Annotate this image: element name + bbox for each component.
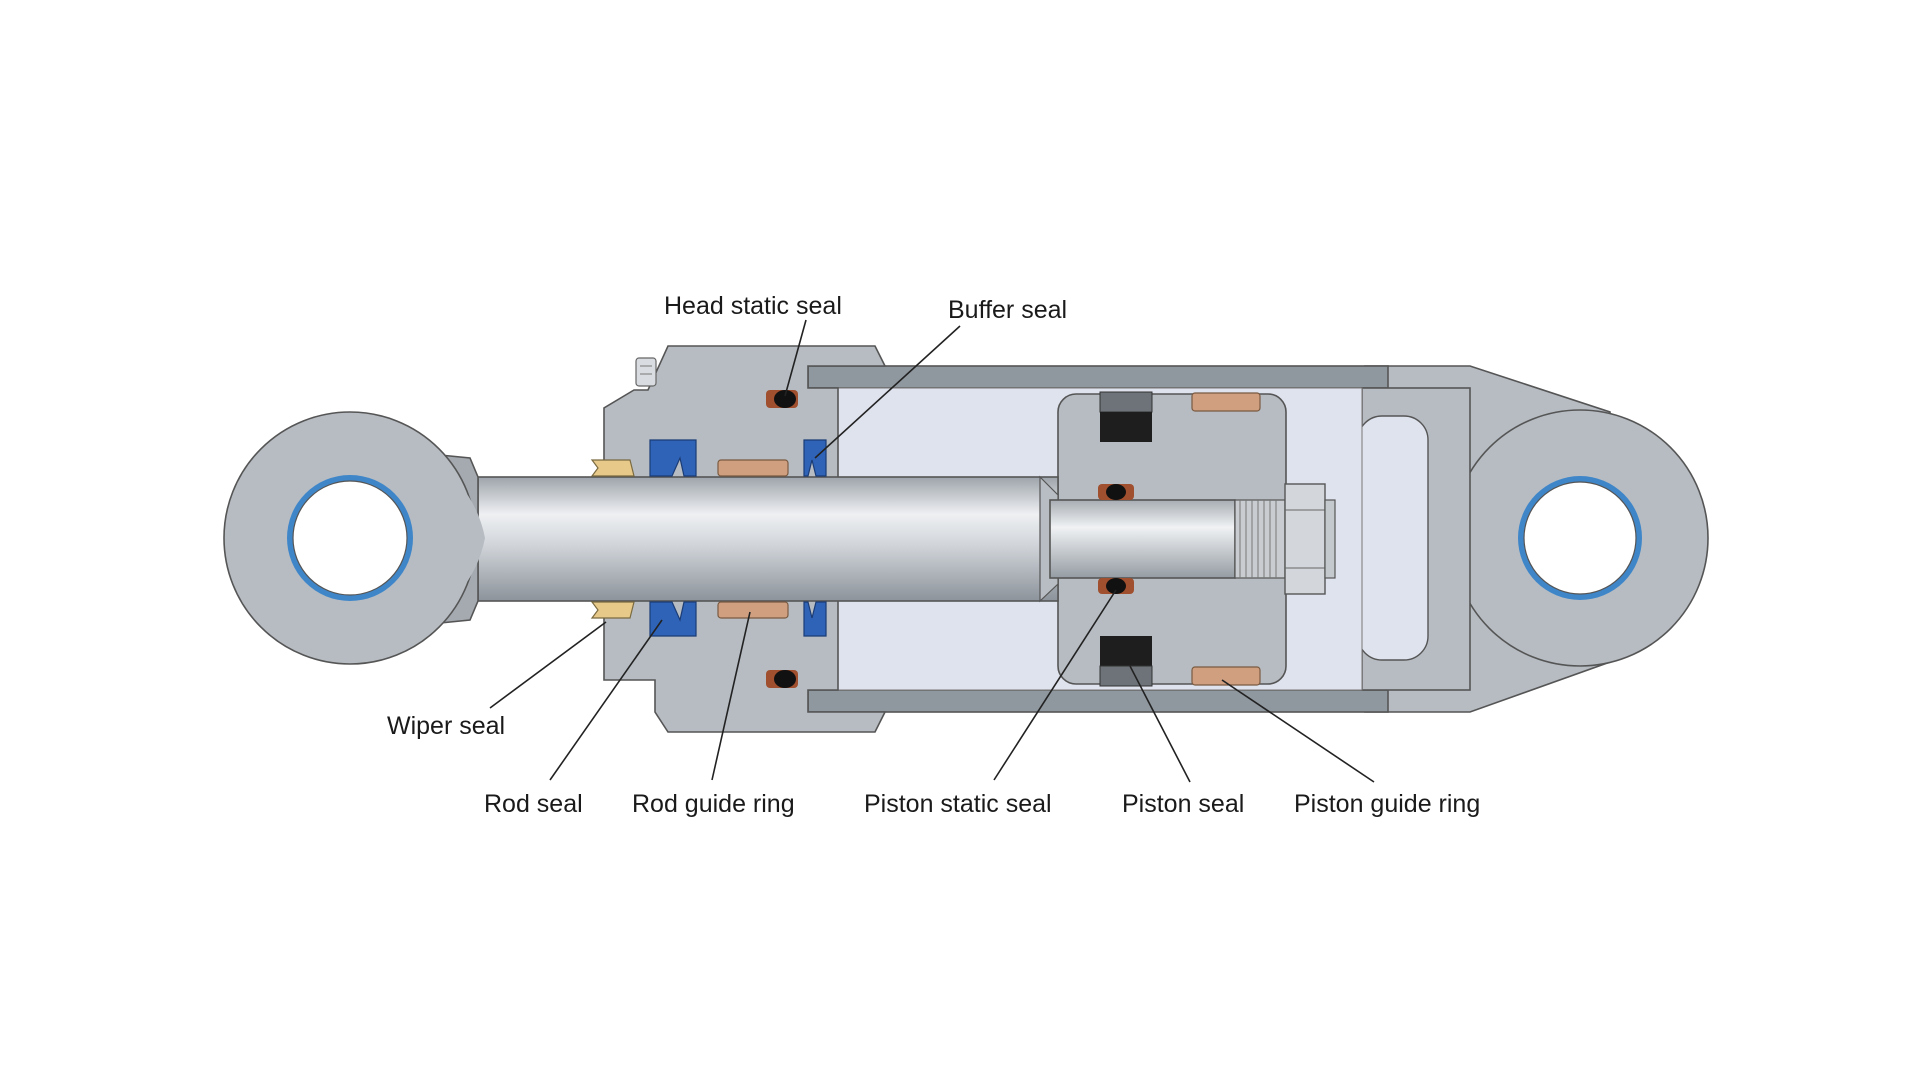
- label-head-static-seal: Head static seal: [664, 292, 842, 320]
- piston-static-seal-top: [1098, 484, 1134, 500]
- piston-static-seal-bottom: [1098, 578, 1134, 594]
- rod-guide-ring-top: [717, 459, 789, 477]
- piston-seal-bottom: [1099, 636, 1153, 687]
- piston-nut: [1284, 483, 1336, 595]
- leader-rod-guide-ring: [711, 611, 751, 781]
- head-static-seal-top: [766, 390, 798, 408]
- piston-guide-ring-bottom: [1191, 666, 1261, 686]
- label-piston-guide-ring: Piston guide ring: [1294, 790, 1480, 818]
- piston-guide-ring-top: [1191, 392, 1261, 412]
- leader-head-static-seal: [784, 319, 807, 397]
- label-buffer-seal: Buffer seal: [948, 296, 1067, 324]
- head-static-seal-bottom: [766, 670, 798, 688]
- label-piston-static-seal: Piston static seal: [864, 790, 1052, 818]
- barrel-bottom-wall: [807, 689, 1389, 713]
- labels: Head static seal Buffer seal Wiper seal …: [387, 292, 1480, 818]
- seals: [590, 390, 1261, 688]
- leader-rod-seal: [549, 619, 663, 781]
- front-eye-hole: [292, 480, 408, 596]
- leader-buffer-seal: [814, 325, 961, 459]
- piston-seal-top: [1099, 391, 1153, 442]
- rear-eye-hole: [1523, 481, 1637, 595]
- rear-cap-recess: [1357, 415, 1429, 661]
- label-rod-seal: Rod seal: [484, 790, 583, 818]
- piston-rod: [477, 476, 1059, 602]
- piston-rod-reduced: [1049, 499, 1236, 579]
- buffer-seal-bottom: [803, 601, 827, 637]
- leader-lines: [489, 319, 1375, 783]
- leader-piston-guide-ring: [1221, 679, 1375, 783]
- cylinder-body: [223, 345, 1709, 733]
- leader-piston-seal: [1129, 665, 1191, 783]
- leader-wiper-seal: [489, 621, 607, 709]
- label-rod-guide-ring: Rod guide ring: [632, 790, 795, 818]
- wiper-seal-bottom: [590, 601, 635, 619]
- front-eye-lobe: [360, 420, 485, 656]
- wiper-seal-top: [590, 459, 635, 477]
- label-wiper-seal: Wiper seal: [387, 712, 505, 740]
- rod-seal-bottom: [649, 601, 697, 637]
- head-bolt: [635, 357, 657, 387]
- leader-piston-static-seal: [993, 589, 1117, 781]
- rod-guide-ring-bottom: [717, 601, 789, 619]
- rod-thread: [1234, 499, 1286, 579]
- label-piston-seal: Piston seal: [1122, 790, 1244, 818]
- rod-seal-top: [649, 439, 697, 477]
